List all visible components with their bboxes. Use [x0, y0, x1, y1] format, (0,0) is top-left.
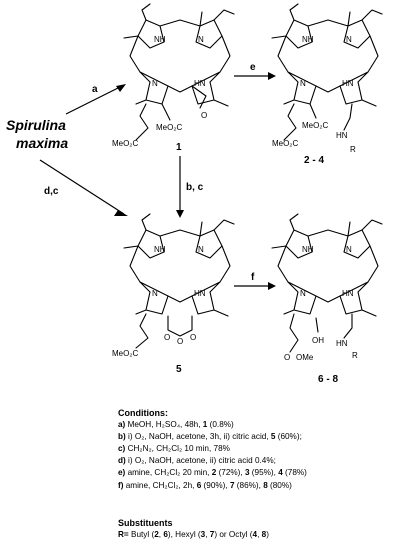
compound-6-8-label: 6 - 8	[318, 374, 338, 385]
condition-text-part: 8	[263, 480, 268, 490]
r-group-label: R	[352, 351, 358, 360]
substituent-text-part: 6	[163, 530, 168, 539]
compound-1-structure: O MeO₂C MeO₂C 1	[112, 3, 235, 153]
condition-text-part: 4	[278, 468, 283, 478]
step-f-label: f	[251, 272, 255, 283]
conditions-list: a) MeOH, H₂SO₄, 48h, 1 (0.8%)b) i) O₂, N…	[118, 419, 398, 492]
r-group-label: R	[350, 145, 356, 154]
step-dc-label: d,c	[44, 186, 59, 197]
substituents-block: Substituents R= Butyl (2, 6), Hexyl (3, …	[118, 518, 398, 540]
condition-text-part: 6	[196, 480, 202, 490]
condition-text-part: 2	[211, 468, 217, 478]
condition-text-part: (78%)	[282, 468, 307, 478]
anhydride-o-label: O	[177, 337, 183, 346]
condition-text: i) O₂, NaOH, acetone, ii) citric acid 0.…	[128, 456, 276, 466]
condition-text: MeOH, H₂SO₄, 48h,	[127, 420, 203, 430]
condition-text: amine, CH₂Cl₂, 2h,	[125, 480, 197, 490]
arrow-dc: d,c	[39, 159, 128, 216]
methyl-ester-label: MeO₂C	[272, 139, 298, 148]
substituent-text-part: 2	[154, 530, 159, 539]
substituent-text-part: ,	[158, 530, 164, 539]
condition-item: f) amine, CH₂Cl₂, 2h, 6 (90%), 7 (86%), …	[118, 480, 398, 492]
substituent-text-part: )	[266, 530, 269, 539]
compound-5-label: 5	[176, 364, 182, 375]
condition-item: d) i) O₂, NaOH, acetone, ii) citric acid…	[118, 455, 398, 467]
condition-text-part: 3	[244, 468, 250, 478]
arrow-a: a	[65, 84, 126, 115]
substituent-text-part: ,	[257, 530, 262, 539]
methyl-ester-label: MeO₂C	[156, 123, 182, 132]
substituent-text-part: 4	[252, 530, 258, 539]
ester-o-label: O	[284, 353, 290, 362]
condition-key: e)	[118, 468, 128, 478]
condition-item: b) i) O₂, NaOH, acetone, 3h, ii) citric …	[118, 431, 398, 443]
condition-text-part: (72%),	[216, 468, 245, 478]
conditions-title: Conditions:	[118, 408, 168, 418]
methyl-ester-label: MeO₂C	[112, 139, 138, 148]
condition-key: f)	[118, 480, 126, 490]
substituent-text-part: R=	[118, 530, 131, 539]
anhydride-o-label: O	[190, 333, 196, 342]
condition-key: b)	[118, 432, 129, 442]
methyl-ester-label: MeO₂C	[112, 349, 138, 358]
amide-nh-label: HN	[336, 131, 348, 140]
reaction-scheme: NH N N HN O MeO₂C MeO₂C 1 MeO₂C MeO₂C HN…	[6, 3, 383, 385]
compound-5-structure: O O O MeO₂C 5	[112, 213, 235, 375]
condition-text-part: (0.8%)	[207, 420, 234, 430]
condition-text: CH₂N₂, CH₂Cl₂ 10 min, 78%	[127, 444, 230, 454]
substituent-text-part: 3	[200, 530, 206, 539]
substituent-text-part: ) or Octyl (	[214, 530, 253, 539]
condition-key: c)	[118, 444, 128, 454]
step-a-label: a	[92, 84, 98, 95]
source-line2: maxima	[16, 135, 68, 151]
condition-item: e) amine, CH₂Cl₂ 20 min, 2 (72%), 3 (95%…	[118, 467, 398, 479]
condition-text-part: 5	[270, 432, 276, 442]
source-line1: Spirulina	[6, 117, 66, 133]
compound-6-8-structure: O OMe OH HN R 6 - 8	[271, 213, 383, 385]
arrow-f: f	[234, 272, 276, 290]
compound-2-4-structure: MeO₂C MeO₂C HN R 2 - 4	[271, 3, 383, 166]
conditions-block: Conditions: a) MeOH, H₂SO₄, 48h, 1 (0.8%…	[118, 407, 398, 492]
substituents-title: Substituents	[118, 518, 173, 528]
anhydride-o-label: O	[164, 333, 170, 342]
condition-key: a)	[118, 420, 128, 430]
step-bc-label: b, c	[186, 182, 204, 193]
acid-oh-label: OH	[312, 336, 324, 345]
substituents-line: R= Butyl (2, 6), Hexyl (3, 7) or Octyl (…	[118, 529, 398, 540]
condition-item: c) CH₂N₂, CH₂Cl₂ 10 min, 78%	[118, 443, 398, 455]
condition-text: amine, CH₂Cl₂ 20 min,	[127, 468, 212, 478]
substituent-text-part: ,	[205, 530, 210, 539]
condition-text-part: 7	[229, 480, 235, 490]
ketone-o-label: O	[201, 111, 207, 120]
condition-text-part: (95%),	[249, 468, 279, 478]
methyl-ester-label: MeO₂C	[302, 121, 328, 130]
condition-key: d)	[118, 456, 129, 466]
step-e-label: e	[250, 62, 256, 73]
condition-text-part: (90%),	[201, 480, 230, 490]
ester-ome-label: OMe	[296, 353, 314, 362]
condition-text-part: (80%)	[267, 480, 292, 490]
condition-item: a) MeOH, H₂SO₄, 48h, 1 (0.8%)	[118, 419, 398, 431]
condition-text-part: 1	[202, 420, 208, 430]
condition-text-part: (60%);	[275, 432, 302, 442]
arrow-bc: b, c	[176, 156, 204, 218]
arrow-e: e	[234, 62, 276, 80]
substituent-text-part: ), Hexyl (	[167, 530, 201, 539]
substituent-text-part: 8	[261, 530, 267, 539]
substituent-text-part: Butyl (	[130, 530, 155, 539]
substituent-text-part: 7	[209, 530, 215, 539]
condition-text: i) O₂, NaOH, acetone, 3h, ii) citric aci…	[128, 432, 271, 442]
compound-1-label: 1	[176, 142, 182, 153]
condition-text-part: (86%),	[234, 480, 264, 490]
compound-2-4-label: 2 - 4	[304, 155, 324, 166]
amide-nh-label: HN	[336, 339, 348, 348]
